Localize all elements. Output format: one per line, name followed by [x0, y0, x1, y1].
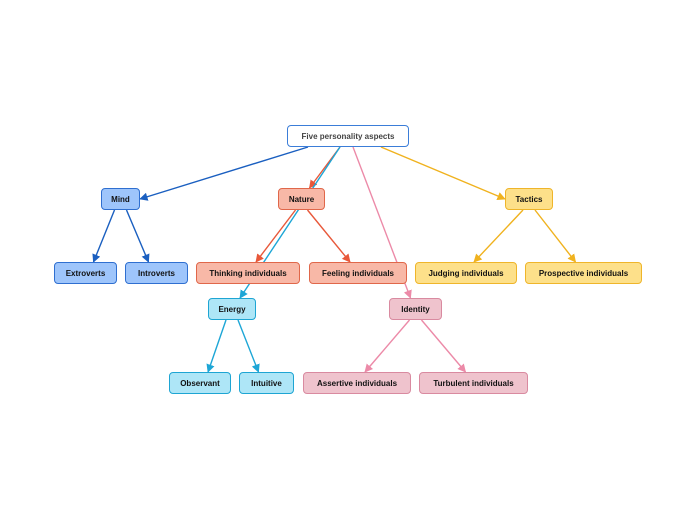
connector-tactics-to-judging — [473, 209, 524, 263]
connector-root-to-nature — [308, 146, 341, 189]
node-identity[interactable]: Identity — [389, 298, 442, 320]
node-nature[interactable]: Nature — [278, 188, 325, 210]
connector-mind-to-extroverts — [92, 209, 116, 263]
connector-energy-to-observant — [206, 319, 227, 373]
node-thinking-individuals[interactable]: Thinking individuals — [196, 262, 300, 284]
node-judging-individuals[interactable]: Judging individuals — [415, 262, 517, 284]
node-prospective-individuals[interactable]: Prospective individuals — [525, 262, 642, 284]
node-turbulent-individuals[interactable]: Turbulent individuals — [419, 372, 528, 394]
connector-identity-to-assertive — [364, 319, 411, 373]
node-intuitive[interactable]: Intuitive — [239, 372, 294, 394]
connector-energy-to-intuitive — [237, 319, 260, 373]
connector-identity-to-turbulent — [420, 319, 467, 373]
node-tactics[interactable]: Tactics — [505, 188, 553, 210]
node-energy[interactable]: Energy — [208, 298, 256, 320]
connector-mind-to-introverts — [125, 209, 150, 263]
node-introverts[interactable]: Introverts — [125, 262, 188, 284]
connector-tactics-to-prospective — [534, 209, 577, 263]
node-feeling-individuals[interactable]: Feeling individuals — [309, 262, 407, 284]
node-observant[interactable]: Observant — [169, 372, 231, 394]
connector-nature-to-feeling — [306, 209, 351, 263]
node-assertive-individuals[interactable]: Assertive individuals — [303, 372, 411, 394]
connector-nature-to-thinking — [255, 209, 297, 263]
node-mind[interactable]: Mind — [101, 188, 140, 210]
connector-root-to-tactics — [380, 146, 506, 200]
node-extroverts[interactable]: Extroverts — [54, 262, 117, 284]
node-five-personality-aspects[interactable]: Five personality aspects — [287, 125, 409, 147]
